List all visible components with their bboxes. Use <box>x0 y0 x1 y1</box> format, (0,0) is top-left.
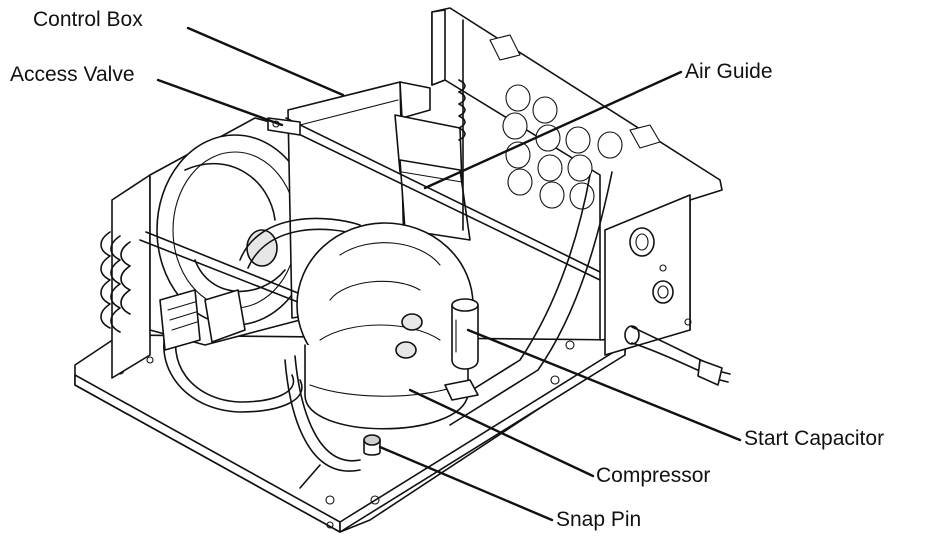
leader-air-guide <box>423 70 683 190</box>
callout-access-valve: Access Valve <box>10 63 135 86</box>
power-cord <box>624 325 731 386</box>
relay-box <box>159 289 246 351</box>
callout-snap-pin: Snap Pin <box>556 508 642 531</box>
leader-start-capacitor <box>466 328 742 442</box>
callout-control-box: Control Box <box>33 8 143 31</box>
leader-compressor <box>408 388 595 478</box>
callout-compressor: Compressor <box>596 464 711 487</box>
callout-air-guide: Air Guide <box>685 60 773 83</box>
right-side-panel <box>604 194 692 356</box>
base-plate <box>74 334 626 533</box>
start-capacitor <box>451 298 479 370</box>
leader-lines <box>156 26 742 522</box>
leader-control-box <box>186 26 345 97</box>
snap-pin <box>363 434 381 456</box>
callout-start-capacitor: Start Capacitor <box>744 427 885 450</box>
vent-holes <box>502 84 623 210</box>
leader-access-valve <box>156 78 284 127</box>
condenser-coil <box>100 174 151 379</box>
compressor <box>296 222 479 430</box>
leader-snap-pin <box>378 445 554 522</box>
